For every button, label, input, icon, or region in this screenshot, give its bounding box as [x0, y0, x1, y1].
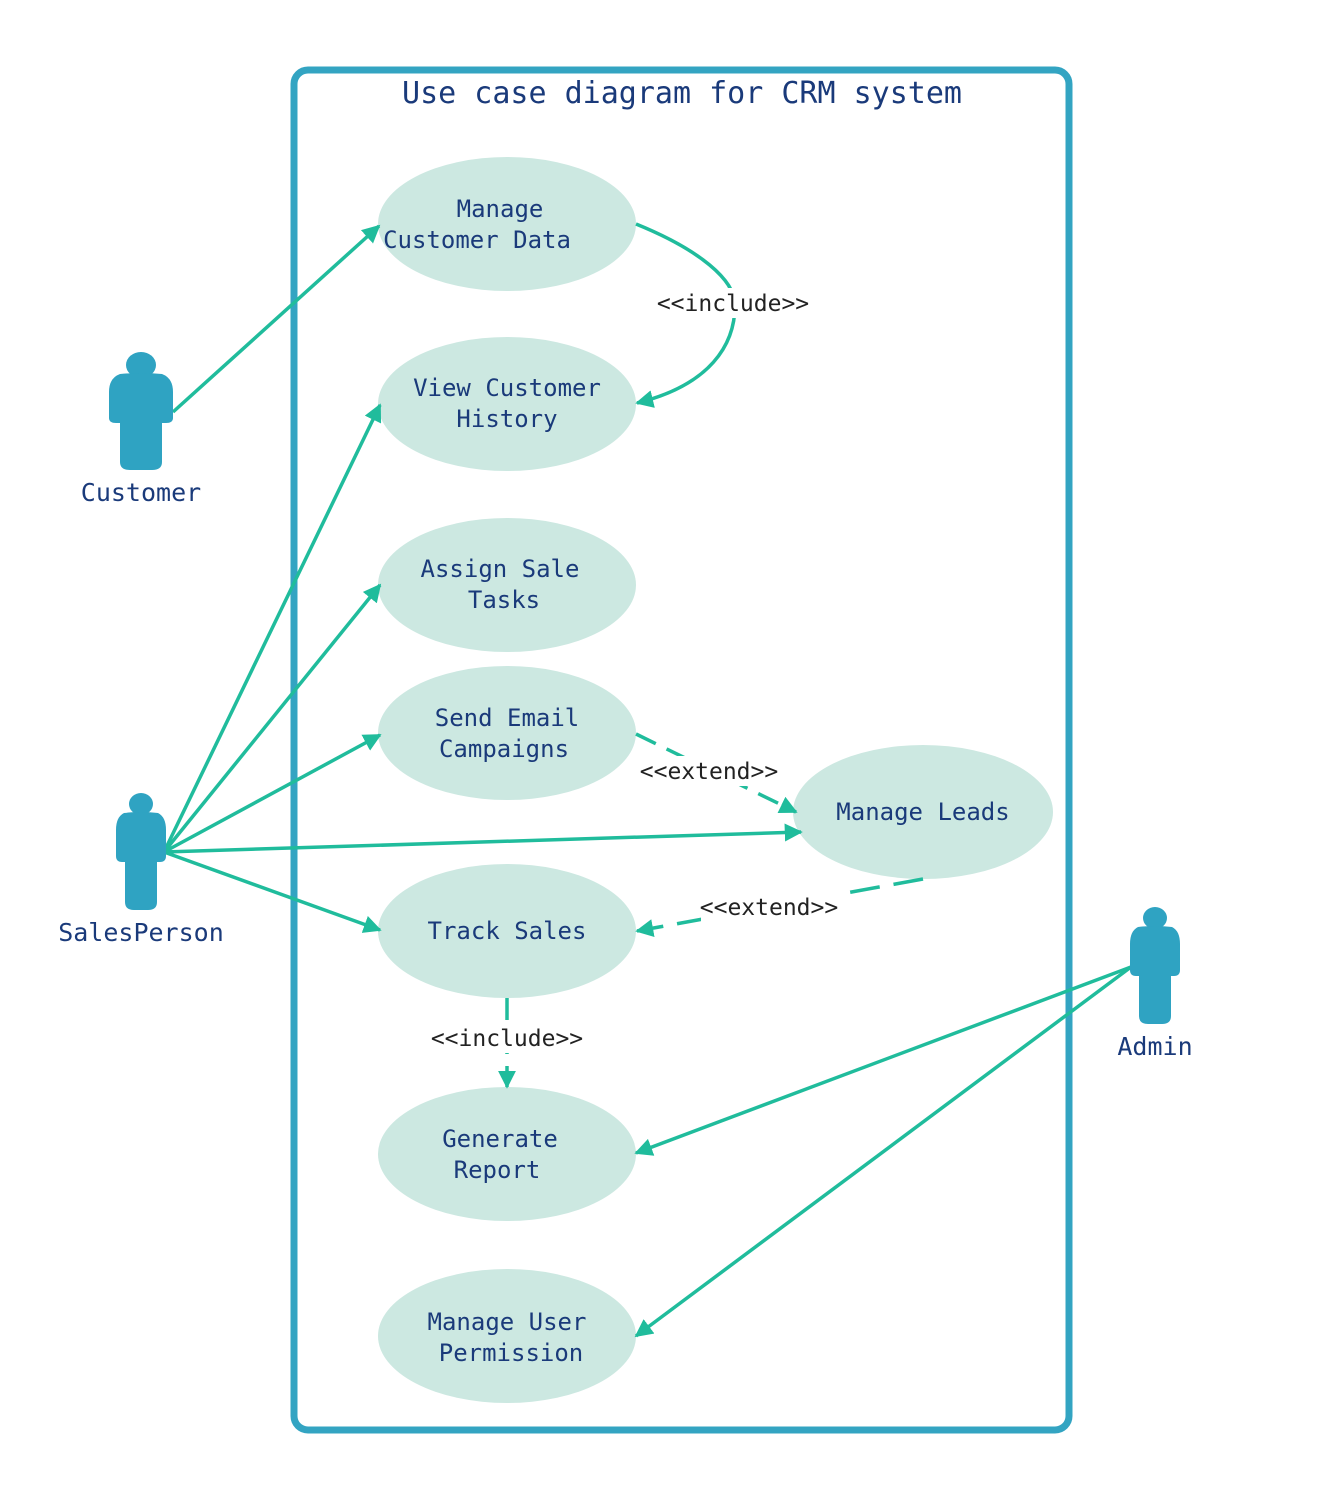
system-boundary — [290, 66, 1073, 1434]
use-case-view-customer-history-line2: History — [456, 405, 557, 433]
actor-admin-label: Admin — [1117, 1032, 1192, 1061]
actor-salesperson-label: SalesPerson — [58, 918, 224, 947]
use-case-manage-customer-data-line2: Customer Data — [383, 226, 571, 254]
association-admin-manage-user-permission — [634, 965, 1133, 1338]
association-customer-manage-customer-data — [171, 224, 381, 414]
association-admin-generate-report — [634, 965, 1132, 1156]
use-case-assign-sale-tasks-line1: Assign Sale — [421, 555, 580, 583]
use-case-generate-report-line1: Generate — [442, 1125, 558, 1153]
extend-label-email-leads: <<extend>> — [640, 759, 778, 785]
use-case-manage-leads-label: Manage Leads — [836, 798, 1009, 826]
use-case-generate-report[interactable] — [378, 1087, 636, 1221]
association-salesperson-assign-sale-tasks — [162, 583, 382, 854]
use-case-view-customer-history[interactable] — [378, 337, 636, 471]
extend-label-bg-1 — [642, 756, 777, 786]
actor-salesperson-icon[interactable] — [116, 793, 166, 910]
use-case-track-sales[interactable] — [378, 864, 636, 998]
association-salesperson-send-email-campaigns — [163, 733, 382, 854]
association-salesperson-view-customer-history — [162, 403, 382, 853]
include-label-customer-history: <<include>> — [657, 291, 809, 317]
use-case-manage-leads[interactable] — [793, 745, 1053, 879]
use-case-assign-sale-tasks[interactable] — [378, 518, 636, 652]
diagram-title: Use case diagram for CRM system — [402, 76, 962, 111]
actor-customer-label: Customer — [81, 478, 201, 507]
extend-label-leads-track: <<extend>> — [700, 895, 838, 921]
use-case-assign-sale-tasks-line2: Tasks — [468, 586, 540, 614]
include-label-track-report: <<include>> — [431, 1026, 583, 1052]
use-case-manage-customer-data[interactable] — [378, 157, 636, 291]
include-label-bg-1 — [660, 288, 806, 318]
use-case-send-email-campaigns-line2: Campaigns — [439, 735, 569, 763]
use-case-send-email-campaigns-line1: Send Email — [435, 704, 580, 732]
use-case-manage-user-permission[interactable] — [378, 1269, 636, 1403]
association-salesperson-manage-leads — [163, 823, 803, 854]
use-case-manage-customer-data-line1: Manage — [457, 195, 544, 223]
use-case-view-customer-history-line1: View Customer — [413, 374, 601, 402]
extend-label-bg-2 — [701, 892, 839, 922]
use-case-track-sales-label: Track Sales — [428, 917, 587, 945]
actor-customer-icon[interactable] — [109, 352, 173, 470]
include-label-bg-2 — [433, 1023, 581, 1053]
use-case-generate-report-line2: Report — [454, 1156, 541, 1184]
actor-admin-icon[interactable] — [1130, 907, 1180, 1024]
use-case-send-email-campaigns[interactable] — [378, 666, 636, 800]
use-case-manage-user-permission-line2: Permission — [439, 1339, 584, 1367]
use-case-manage-user-permission-line1: Manage User — [428, 1308, 587, 1336]
association-salesperson-track-sales — [163, 850, 382, 933]
